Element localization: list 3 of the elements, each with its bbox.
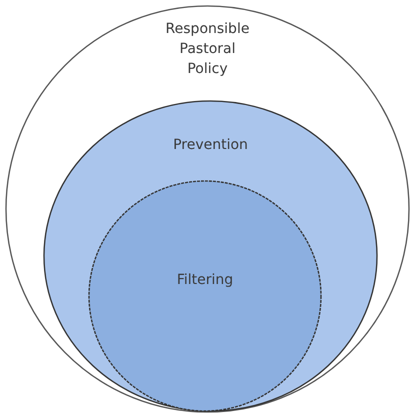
circle-label: Responsible Pastoral Policy	[164, 20, 250, 79]
circle-label: Filtering	[176, 271, 234, 290]
circle-label: Prevention	[172, 136, 249, 155]
